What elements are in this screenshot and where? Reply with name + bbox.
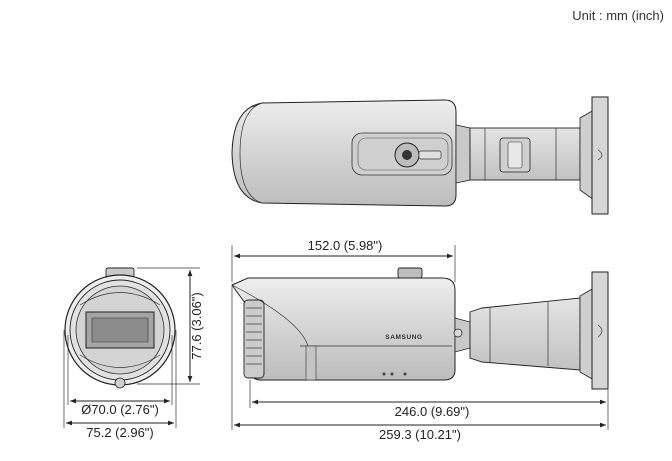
front-view-dimensions: 77.6 (3.06") Ø70.0 (2.76") 75.2 (2.96") [63,267,204,440]
top-view-wall-plate [591,96,609,215]
side-view-dimensions: 152.0 (5.98") 246.0 (9.69") 259.3 (10.21… [231,238,609,442]
side-view-bracket [469,297,581,371]
dim-body-length: 152.0 (5.98") [308,238,383,253]
dim-height: 77.6 (3.06") [189,292,204,360]
side-view-body [231,277,456,381]
side-view-wall-plate [591,271,609,390]
dim-front-width: 75.2 (2.96") [86,425,154,440]
dim-total-length: 259.3 (10.21") [379,427,461,442]
side-view-front-ring [243,299,265,379]
top-view-body [231,99,457,207]
side-view-top-cap [397,267,423,279]
brand-logo: SAMSUNG [385,334,422,341]
front-view [64,267,176,389]
side-view: SAMSUNG [231,267,609,390]
top-view [231,96,609,215]
dim-lens-diameter: Ø70.0 (2.76") [81,402,159,417]
dim-mount-length: 246.0 (9.69") [395,404,470,419]
unit-label: Unit : mm (inch) [572,8,664,23]
